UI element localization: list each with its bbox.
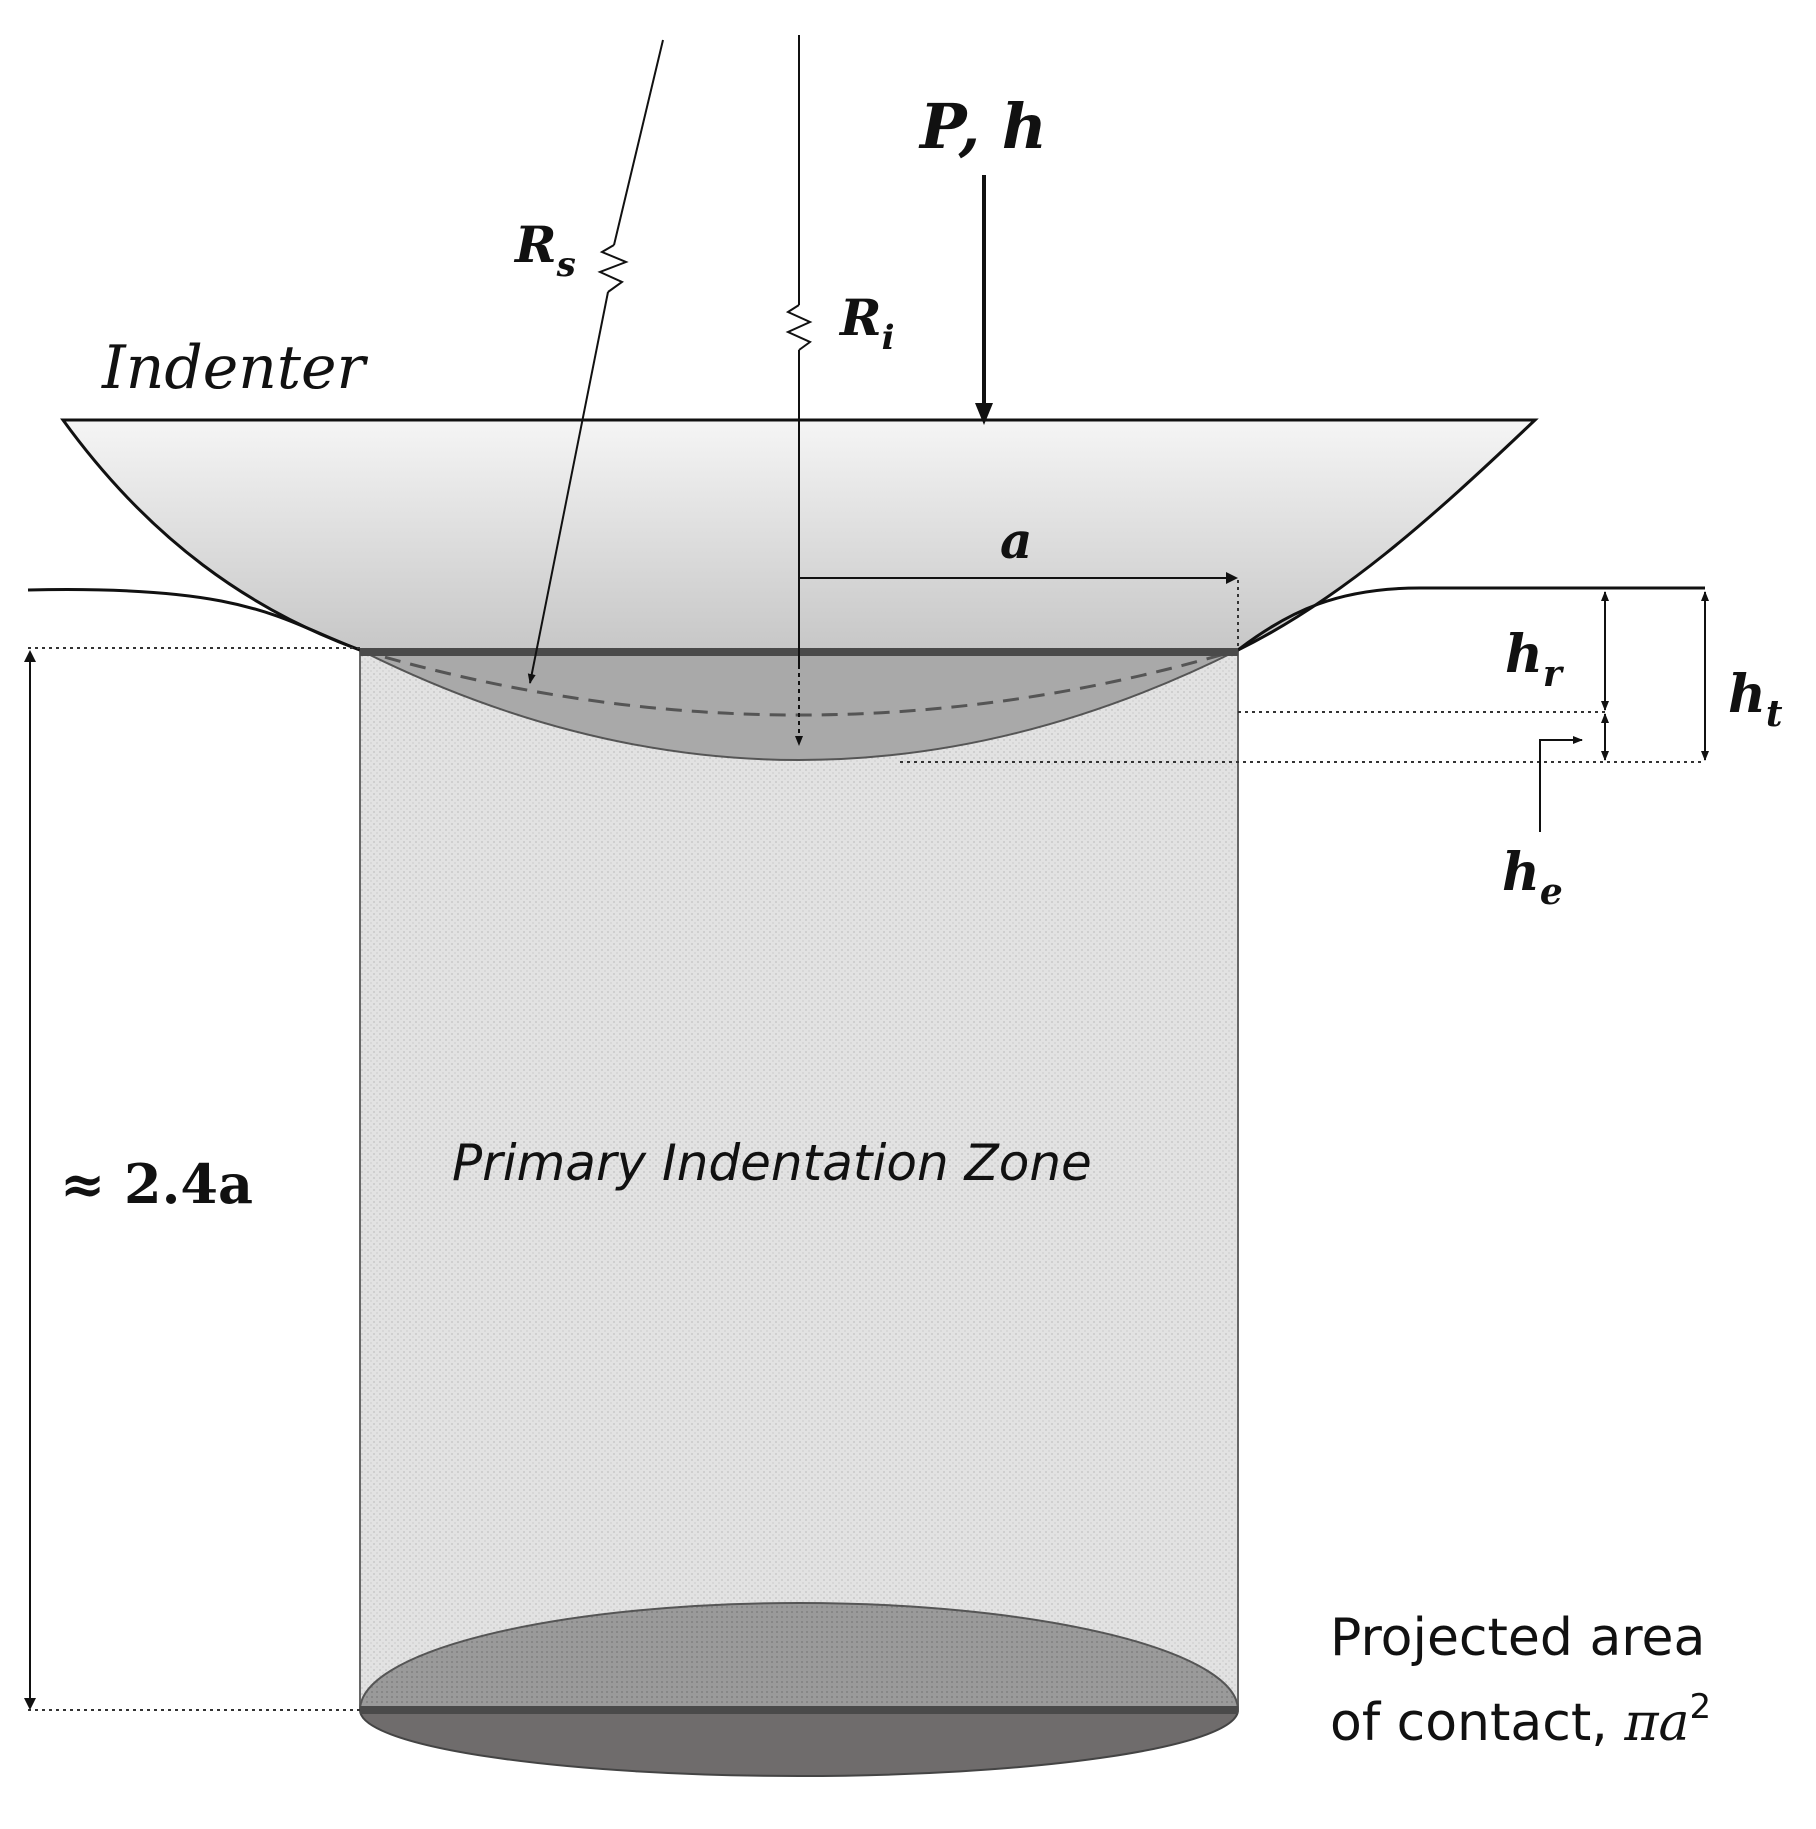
rs-spring-icon bbox=[597, 244, 629, 293]
surface-profile-right bbox=[1237, 586, 1705, 652]
rs-radius-lower bbox=[527, 291, 609, 684]
rs-radius-upper bbox=[613, 39, 664, 246]
projected-area-ellipse-upper bbox=[358, 1602, 1240, 1711]
projected-area-label-line2: of contact, πa2 bbox=[1330, 1687, 1711, 1753]
surface-profile-left bbox=[27, 588, 361, 652]
ri-label: Ri bbox=[838, 288, 894, 358]
rs-label: Rs bbox=[513, 215, 576, 285]
depth-label: ≈ 2.4a bbox=[60, 1152, 253, 1216]
projected-area-label-line1: Projected area bbox=[1330, 1608, 1705, 1668]
load-label: P, h bbox=[918, 90, 1047, 163]
primary-indentation-zone bbox=[359, 649, 1239, 1711]
indenter-label: Indenter bbox=[101, 333, 369, 403]
he-label: he bbox=[1502, 842, 1563, 913]
contact-impression-cap bbox=[359, 649, 1239, 761]
he-leader-line bbox=[1539, 736, 1583, 832]
hr-label: hr bbox=[1505, 624, 1565, 695]
a-label: a bbox=[1000, 511, 1032, 570]
ri-spring-icon bbox=[785, 304, 813, 351]
ht-label: ht bbox=[1728, 664, 1783, 735]
zone-label: Primary Indentation Zone bbox=[452, 1134, 1092, 1192]
